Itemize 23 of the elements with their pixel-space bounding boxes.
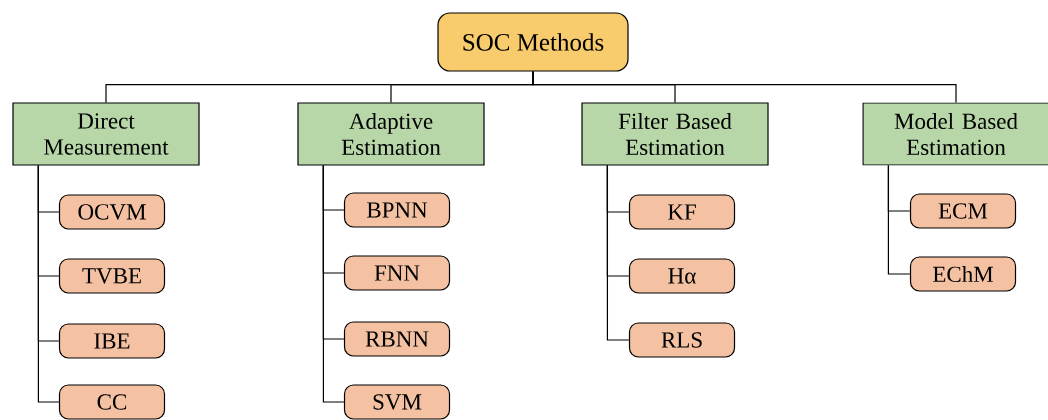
- method-box: ECM: [909, 193, 1017, 229]
- method-box: KF: [628, 194, 736, 230]
- method-box: RBNN: [343, 321, 451, 357]
- connector-line: [37, 165, 60, 403]
- category-box: Filter Based Estimation: [581, 102, 769, 166]
- method-box: CC: [58, 384, 166, 420]
- method-box: TVBE: [58, 258, 166, 294]
- method-box: SVM: [343, 384, 451, 420]
- method-box: EChM: [909, 256, 1017, 292]
- root-box: SOC Methods: [437, 12, 629, 72]
- method-box: FNN: [343, 255, 451, 291]
- connector-line: [887, 165, 911, 275]
- connector-line: [322, 165, 345, 403]
- method-box: OCVM: [58, 194, 166, 230]
- category-box: Adaptive Estimation: [297, 102, 485, 166]
- category-box: Model Based Estimation: [862, 102, 1048, 166]
- method-box: BPNN: [343, 192, 451, 228]
- method-box: IBE: [58, 323, 166, 359]
- category-box: Direct Measurement: [12, 102, 200, 166]
- connector-line: [532, 71, 957, 103]
- method-box: RLS: [628, 322, 736, 358]
- method-box: Hα: [628, 258, 736, 294]
- connector-line: [606, 165, 630, 341]
